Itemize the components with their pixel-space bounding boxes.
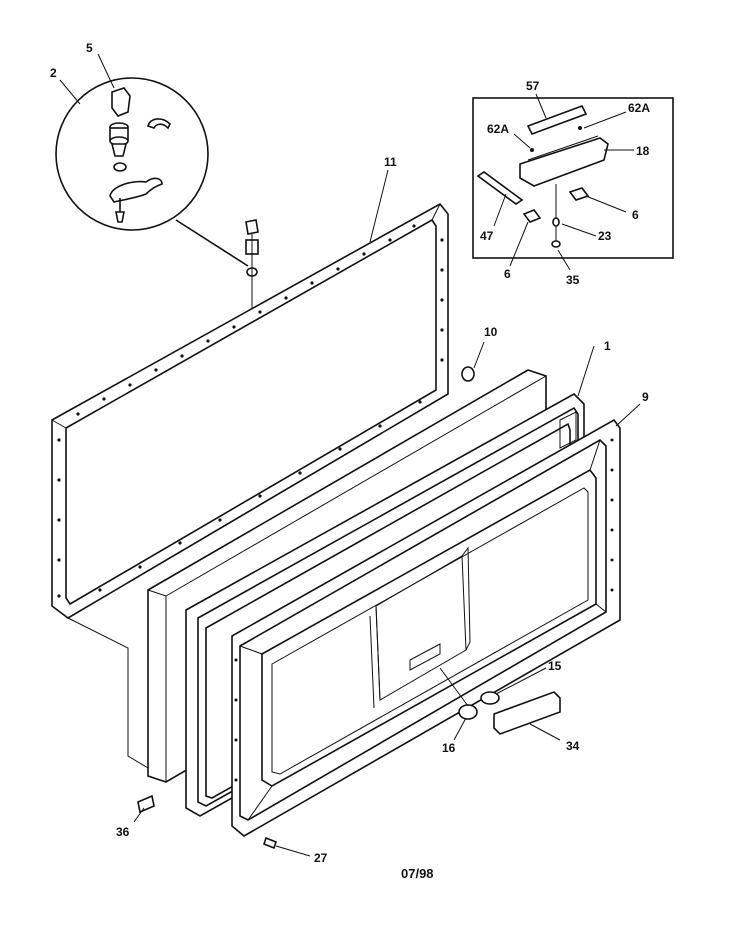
label-part-47: 47 (480, 229, 494, 243)
label-part-10: 10 (484, 325, 498, 339)
label-part-9: 9 (642, 390, 649, 404)
label-part-6-right: 6 (632, 208, 639, 222)
date-code: 07/98 (401, 866, 434, 881)
gasket-frame (51, 202, 449, 619)
label-part-36: 36 (116, 825, 130, 839)
plug-part (461, 341, 485, 382)
clip-part-36 (133, 794, 155, 823)
label-part-6-left: 6 (504, 267, 511, 281)
label-part-15: 15 (548, 659, 562, 673)
label-part-11: 11 (384, 155, 397, 169)
label-part-34: 34 (566, 739, 580, 753)
label-part-35: 35 (566, 273, 580, 287)
label-part-57: 57 (526, 79, 540, 93)
outer-door (231, 403, 641, 837)
label-part-5: 5 (86, 41, 93, 55)
label-part-16: 16 (442, 741, 456, 755)
label-part-62a-left: 62A (487, 122, 509, 136)
label-part-18: 18 (636, 144, 650, 158)
label-part-62a-right: 62A (628, 101, 650, 115)
label-part-1: 1 (604, 339, 611, 353)
label-part-27: 27 (314, 851, 328, 865)
label-part-23: 23 (598, 229, 612, 243)
lock-assembly (439, 667, 561, 741)
handle-inset-box (472, 93, 674, 271)
screw-part-27 (263, 836, 311, 857)
label-part-2: 2 (50, 66, 57, 80)
hinge-detail-circle (55, 77, 209, 231)
detail-leader-line (175, 219, 249, 267)
